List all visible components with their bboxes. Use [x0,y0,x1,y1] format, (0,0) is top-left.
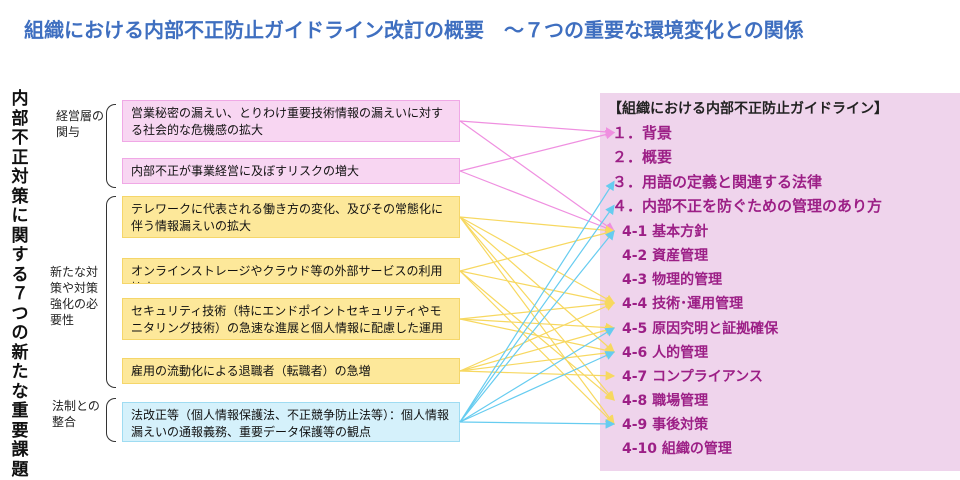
guideline-item-4-1: 4-1 基本方針 [622,224,709,240]
link-line [459,216,616,304]
guideline-item-4-4: 4-4 技術･運用管理 [622,296,744,312]
link-line [459,216,615,425]
link-line [459,370,616,381]
link-line [459,299,616,320]
link-line [459,216,615,353]
guideline-item-4-9: 4-9 事後対策 [622,417,709,433]
link-line [459,419,616,429]
link-line [459,230,615,423]
change-box-job-mobility: 雇用の流動化による退職者（転職者）の急増 [122,358,460,384]
group-label-new-measures: 新たな対策や対策強化の必要性 [50,265,99,327]
guideline-item-4-5: 4-5 原因究明と証拠確保 [622,321,779,337]
guideline-title: 【組織における内部不正防止ガイドライン】 [608,101,888,117]
guideline-item-4-2: 4-2 資産管理 [622,248,709,264]
guideline-item-definitions: ３．用語の定義と関連する法律 [612,173,823,191]
link-line [459,270,616,306]
link-line [459,204,615,423]
group-label-legal: 法制との整合 [52,399,100,429]
link-line [459,318,616,355]
guideline-item-overview: ２．概要 [612,148,673,166]
link-line [459,180,615,423]
link-line [459,228,616,272]
link-line [459,302,616,372]
guideline-item-management: ４．内部不正を防ぐための管理のあり方 [612,197,883,215]
link-line [459,325,616,372]
link-line [459,120,615,232]
change-box-cloud-services: オンラインストレージやクラウド等の外部サービスの利用拡大 [122,258,460,284]
guideline-item-4-8: 4-8 職場管理 [622,393,709,409]
link-line [459,216,615,401]
guideline-item-4-3: 4-3 物理的管理 [622,272,723,288]
guideline-item-4-6: 4-6 人的管理 [622,345,709,361]
change-box-business-risk: 内部不正が事業経営に及ぼすリスクの増大 [122,158,460,184]
change-box-law-revision: 法改正等（個人情報保護法、不正競争防止法等）：個人情報漏えいの通報義務、重要デー… [122,402,460,442]
change-box-telework: テレワークに代表される働き方の変化、及びその常態化に伴う情報漏えいの拡大 [122,196,460,238]
group-label-management: 経営層の関与 [56,109,105,139]
guideline-item-background: １．背景 [612,124,673,142]
change-box-security-tech: セキュリティ技術（特にエンドポイントセキュリティやモニタリング技術）の急速な進展… [122,298,460,340]
link-line [459,120,616,137]
page-title: 組織における内部不正防止ガイドライン改訂の概要 ～７つの重要な環境変化との関係 [24,18,804,42]
link-line [459,170,616,233]
link-line [459,270,615,425]
link-line [459,351,616,423]
link-line [459,327,616,423]
guideline-item-4-10: 4-10 組織の管理 [622,441,732,457]
link-line [459,318,616,333]
link-line [459,348,616,372]
link-line [459,129,616,172]
guideline-panel [600,93,960,471]
guideline-item-4-7: 4-7 コンプライアンス [622,369,763,385]
link-line [459,216,616,236]
change-box-trade-secret: 営業秘密の漏えい、とりわけ重要技術情報の漏えいに対する社会的な危機感の拡大 [122,100,460,142]
